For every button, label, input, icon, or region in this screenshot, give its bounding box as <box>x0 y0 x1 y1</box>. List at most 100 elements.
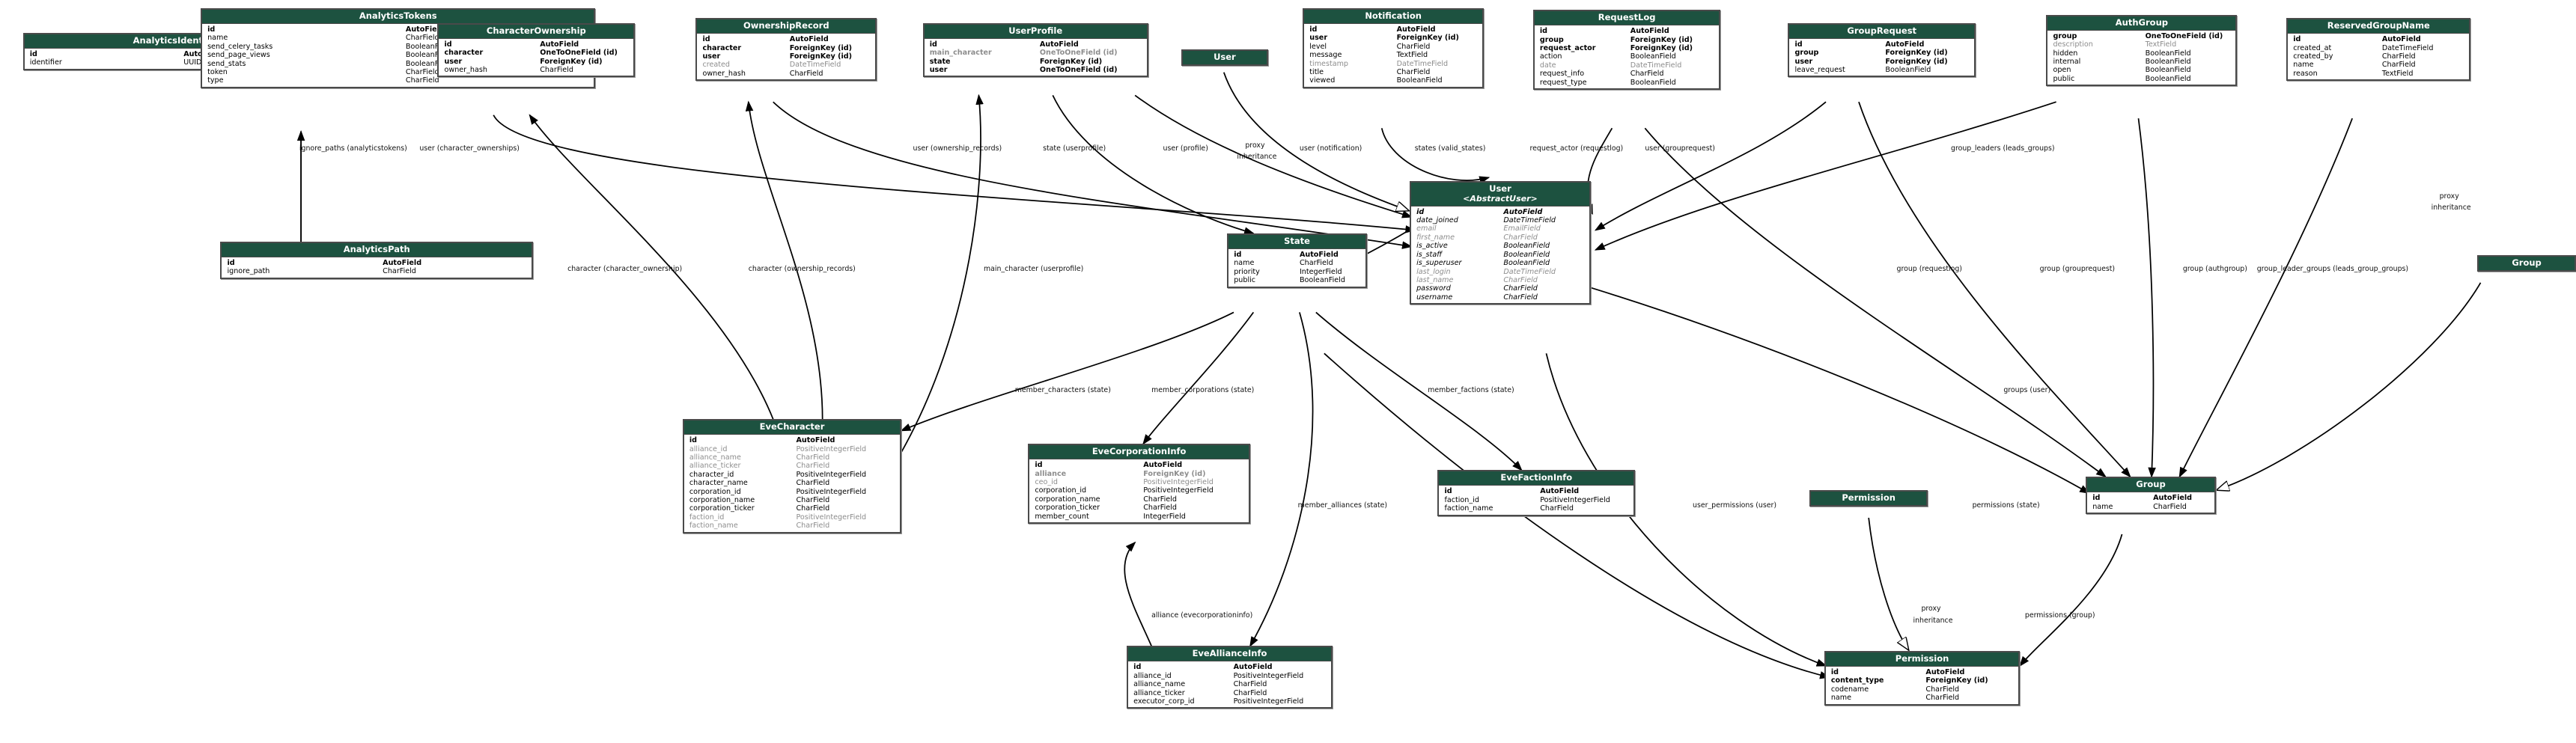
field-type: BooleanField <box>405 51 451 60</box>
field-type: CharField <box>405 76 439 85</box>
field-name: send_stats <box>207 59 246 68</box>
field-type: CharField <box>796 496 830 505</box>
field-name: internal <box>2053 57 2081 66</box>
field-type: AutoField <box>1233 663 1273 672</box>
field-type: AutoField <box>1925 667 1965 676</box>
field-type: AutoField <box>1503 207 1543 216</box>
field-name: id <box>207 25 216 34</box>
field-name: token <box>207 68 228 77</box>
field-type: PositiveIntegerField <box>1540 495 1610 504</box>
entity-title: EveCharacter <box>683 421 901 435</box>
field-type: CharField <box>1925 685 1960 694</box>
edge-label-lbl-group-requestlog: group (requestlog) <box>1896 264 1962 273</box>
field-type: DateTimeField <box>2381 43 2434 52</box>
field-name: faction_id <box>1444 495 1479 504</box>
field-name: name <box>1234 259 1255 268</box>
edge-label-lbl-group-leaders-leads-groups: group_leaders (leads_groups) <box>1951 144 2055 153</box>
field-type: OneToOneField (id) <box>1039 65 1118 74</box>
field-name: reason <box>2293 69 2318 78</box>
field-type: AutoField <box>1299 250 1339 259</box>
field-name: request_actor <box>1539 43 1596 52</box>
entity-permission_mid[interactable]: Permission <box>1809 489 1928 507</box>
field-name: corporation_id <box>689 487 741 496</box>
field-type: ForeignKey (id) <box>540 57 603 66</box>
field-name: password <box>1416 284 1451 293</box>
edge-label-lbl-ignore-paths: ignore_paths (analyticstokens) <box>299 144 407 153</box>
field-name: alliance_ticker <box>1133 688 1185 697</box>
field-type: CharField <box>2153 502 2187 511</box>
field-name: email <box>1416 224 1437 233</box>
field-type: CharField <box>796 479 830 488</box>
field-name: faction_name <box>1444 504 1493 513</box>
entity-title: Permission <box>1825 652 2019 667</box>
field-type: BooleanField <box>1630 52 1676 61</box>
entity-title: EveCorporationInfo <box>1029 445 1249 460</box>
entity-title: RequestLog <box>1534 11 1720 26</box>
entity-user_plain[interactable]: User <box>1181 49 1269 66</box>
field-name: action <box>1539 52 1562 61</box>
field-type: CharField <box>1299 259 1333 268</box>
field-name: group <box>1539 35 1564 44</box>
edge-label-lbl-group-authgroup: group (authgroup) <box>2182 264 2247 273</box>
field-name: id <box>444 40 452 49</box>
field-name: owner_hash <box>702 69 746 78</box>
edge-label-lbl-states-valid-states: states (valid_states) <box>1414 144 1486 153</box>
edge-label-lbl-member-factions-state: member_factions (state) <box>1428 386 1514 395</box>
entity-group_right[interactable]: Group <box>2477 254 2576 272</box>
field-name: state <box>929 57 951 66</box>
field-type: DateTimeField <box>1503 267 1556 276</box>
field-type: CharField <box>1396 42 1431 51</box>
field-type: AutoField <box>789 35 829 44</box>
entity-title: AuthGroup <box>2047 16 2236 31</box>
entity-title: OwnershipRecord <box>697 19 876 34</box>
edge-label-lbl-user-ownership-records: user (ownership_records) <box>913 144 1002 153</box>
edge-label-lbl-proxy-inheritance-3: proxy <box>1921 605 1941 614</box>
field-name: character_id <box>689 470 734 479</box>
field-name: main_character <box>929 49 992 58</box>
field-name: leave_request <box>1794 65 1845 74</box>
